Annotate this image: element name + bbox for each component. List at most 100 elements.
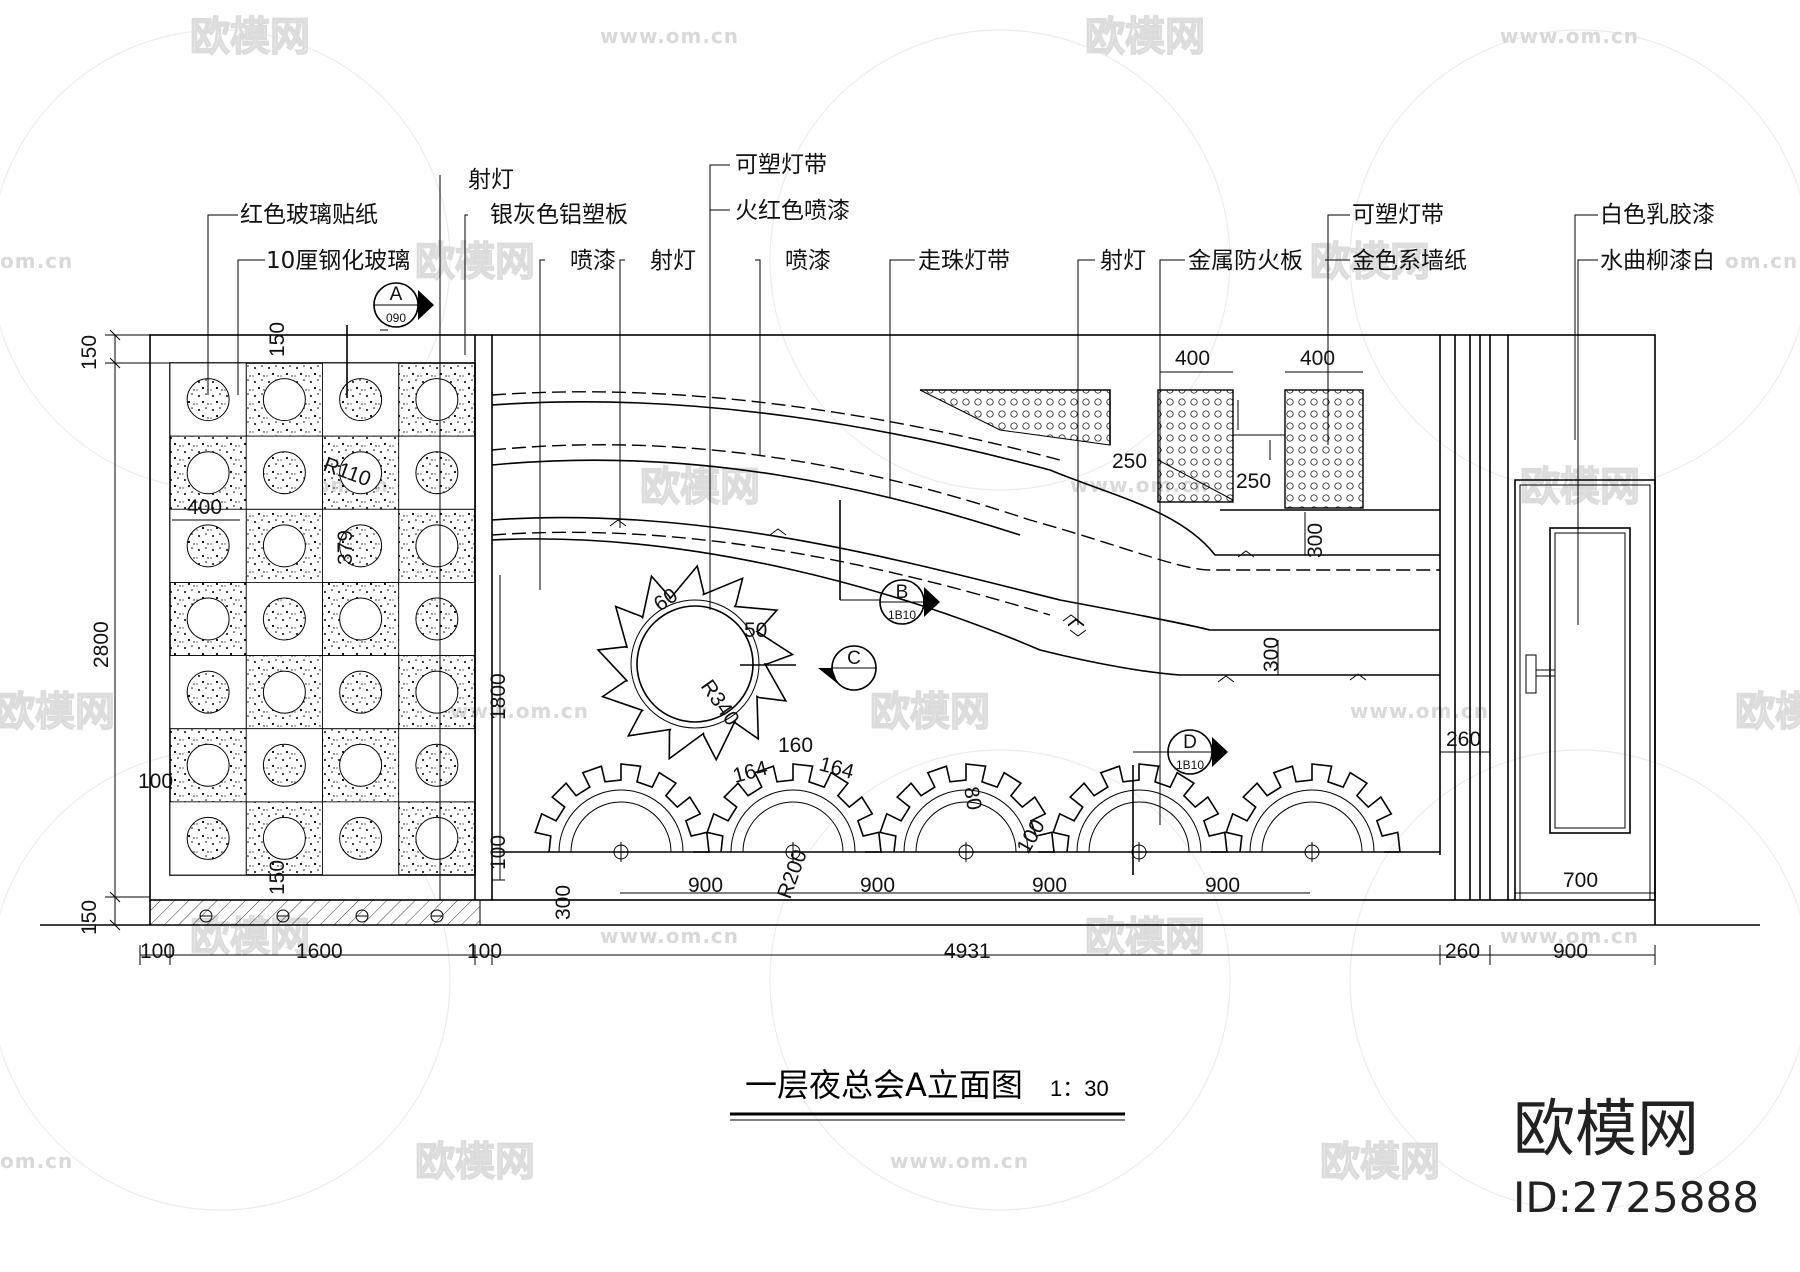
watermark-logo: 欧模网 <box>1310 239 1430 285</box>
watermark-url: www.om.cn <box>1500 924 1639 948</box>
watermark-logo: 欧模网 <box>415 1139 535 1185</box>
watermark-logo: 欧模网 <box>640 464 760 510</box>
glass-tile <box>398 435 476 510</box>
watermark-url: om.cn <box>0 249 73 273</box>
base-spotlights <box>199 909 444 923</box>
watermark-logo: 欧模网 <box>0 689 115 735</box>
watermark-logo: 欧模网 <box>870 689 990 735</box>
dim-bottom-1600: 1600 <box>296 940 343 963</box>
brand-id: ID:2725888 <box>1513 1173 1759 1222</box>
glass-tile <box>322 582 400 656</box>
glass-tile <box>322 655 400 730</box>
glass-tile <box>322 801 400 876</box>
section-sheet: 1B10 <box>1176 758 1204 772</box>
watermark-url: www.om.cn <box>1500 24 1639 48</box>
dim-vertical-300: 300 <box>1304 523 1327 558</box>
label-gold-wallpaper: 金色系墙纸 <box>1352 248 1467 274</box>
dim-top-150: 150 <box>78 335 101 370</box>
label-tempered-glass: 10厘钢化玻璃 <box>266 248 410 274</box>
watermark-logo: 欧模网 <box>415 239 535 285</box>
label-spotlight: 射灯 <box>650 248 696 274</box>
glass-panel-wall <box>149 335 505 926</box>
sun-ornament <box>596 564 795 762</box>
dim-bottom-150: 150 <box>78 900 101 935</box>
label-spotlight: 射灯 <box>1100 248 1146 274</box>
brand-logo-text: 欧模网 <box>1513 1092 1699 1165</box>
label-white-latex-paint: 白色乳胶漆 <box>1600 202 1715 228</box>
curved-light-bands <box>491 335 1441 855</box>
dim-spacing: 379 <box>334 530 357 565</box>
dim-box-400: 400 <box>1300 347 1335 370</box>
dim-gear-80: 80 <box>959 785 986 812</box>
section-letter: B <box>896 582 909 603</box>
right-column <box>1454 335 1509 900</box>
section-letter: D <box>1183 732 1197 753</box>
section-sheet: 1B10 <box>888 608 916 622</box>
title-block: 一层夜总会A立面图 1：30 <box>730 1066 1125 1121</box>
dim-gear-pitch: 900 <box>1205 874 1240 897</box>
dim-gear-164: 164 <box>730 756 770 787</box>
glass-tile <box>398 508 476 583</box>
label-silver-aluminium-panel: 银灰色铝塑板 <box>490 202 628 228</box>
section-tag-d: D 1B10 <box>1132 729 1228 875</box>
glass-tile <box>245 582 323 656</box>
dim-gear-pitch: 900 <box>688 874 723 897</box>
glass-tile <box>169 582 247 656</box>
glass-tile <box>322 508 400 583</box>
label-chasing-light-strip: 走珠灯带 <box>918 248 1010 274</box>
dim-box-400: 400 <box>1175 347 1210 370</box>
glass-tile <box>398 655 476 730</box>
label-spotlight: 射灯 <box>468 167 514 193</box>
drawing-scale: 1：30 <box>1050 1076 1109 1101</box>
watermark-url: www.om.cn <box>600 924 739 948</box>
gear-ornaments <box>492 763 1440 862</box>
glass-tile <box>398 362 476 437</box>
dim-bottom-100: 100 <box>140 940 175 963</box>
watermark-url: www.om.cn <box>1350 699 1489 723</box>
label-metal-fire-board: 金属防火板 <box>1188 248 1303 274</box>
glass-tile <box>245 728 323 803</box>
watermark-logo: 欧模网 <box>1085 914 1205 960</box>
dim-height-100: 100 <box>487 835 510 870</box>
glass-tiles <box>169 362 476 876</box>
gear <box>1225 763 1401 862</box>
watermark-logo: 欧模网 <box>1085 14 1205 60</box>
material-annotations: 红色玻璃贴纸 10厘钢化玻璃 射灯 银灰色铝塑板 喷漆 射灯 可塑灯带 火红色喷… <box>240 152 1715 274</box>
dim-left-100: 100 <box>138 770 173 793</box>
glass-tile <box>322 728 400 803</box>
dim-height-1800: 1800 <box>487 673 510 720</box>
dim-bottom-260: 260 <box>1445 940 1480 963</box>
watermark-url: om.cn <box>0 1149 73 1173</box>
dim-gear-164: 164 <box>817 753 857 784</box>
gold-wallpaper-boxes <box>1157 389 1364 509</box>
glass-tile <box>169 435 247 510</box>
watermark-url: om.cn <box>1725 249 1798 273</box>
watermark-logo: 欧模网 <box>1320 1139 1440 1185</box>
dim-gear-pitch: 900 <box>1032 874 1067 897</box>
label-red-glass-film: 红色玻璃贴纸 <box>240 202 378 228</box>
glass-tile <box>245 508 323 583</box>
label-fire-red-paint: 火红色喷漆 <box>735 198 850 224</box>
section-tag-c: C <box>740 645 877 691</box>
watermark-logo: 欧模网 <box>1520 464 1640 510</box>
glass-tile <box>398 582 476 656</box>
glass-tile <box>169 728 247 803</box>
dim-height-total: 2800 <box>90 621 113 668</box>
dim-panel-400: 400 <box>187 496 222 519</box>
glass-tile <box>169 655 247 730</box>
glass-tile <box>245 655 323 730</box>
watermark-logos: 欧模网 欧模网 欧模网 欧模网 欧模网 欧模网 欧模网 欧模网 欧模网 欧模网 … <box>0 13 1800 1185</box>
glass-tile <box>398 801 476 876</box>
dim-bottom-4931: 4931 <box>944 940 991 963</box>
dim-gear-160: 160 <box>778 734 813 757</box>
section-sheet: 090 <box>386 311 406 325</box>
dim-bottom-100: 100 <box>467 940 502 963</box>
dim-gap-250: 250 <box>1236 470 1271 493</box>
gear <box>534 763 710 862</box>
dim-sun-60: 60 <box>650 584 682 616</box>
dim-sun-50: 50 <box>744 619 767 642</box>
gear <box>1052 763 1228 862</box>
glass-tile <box>169 362 247 437</box>
